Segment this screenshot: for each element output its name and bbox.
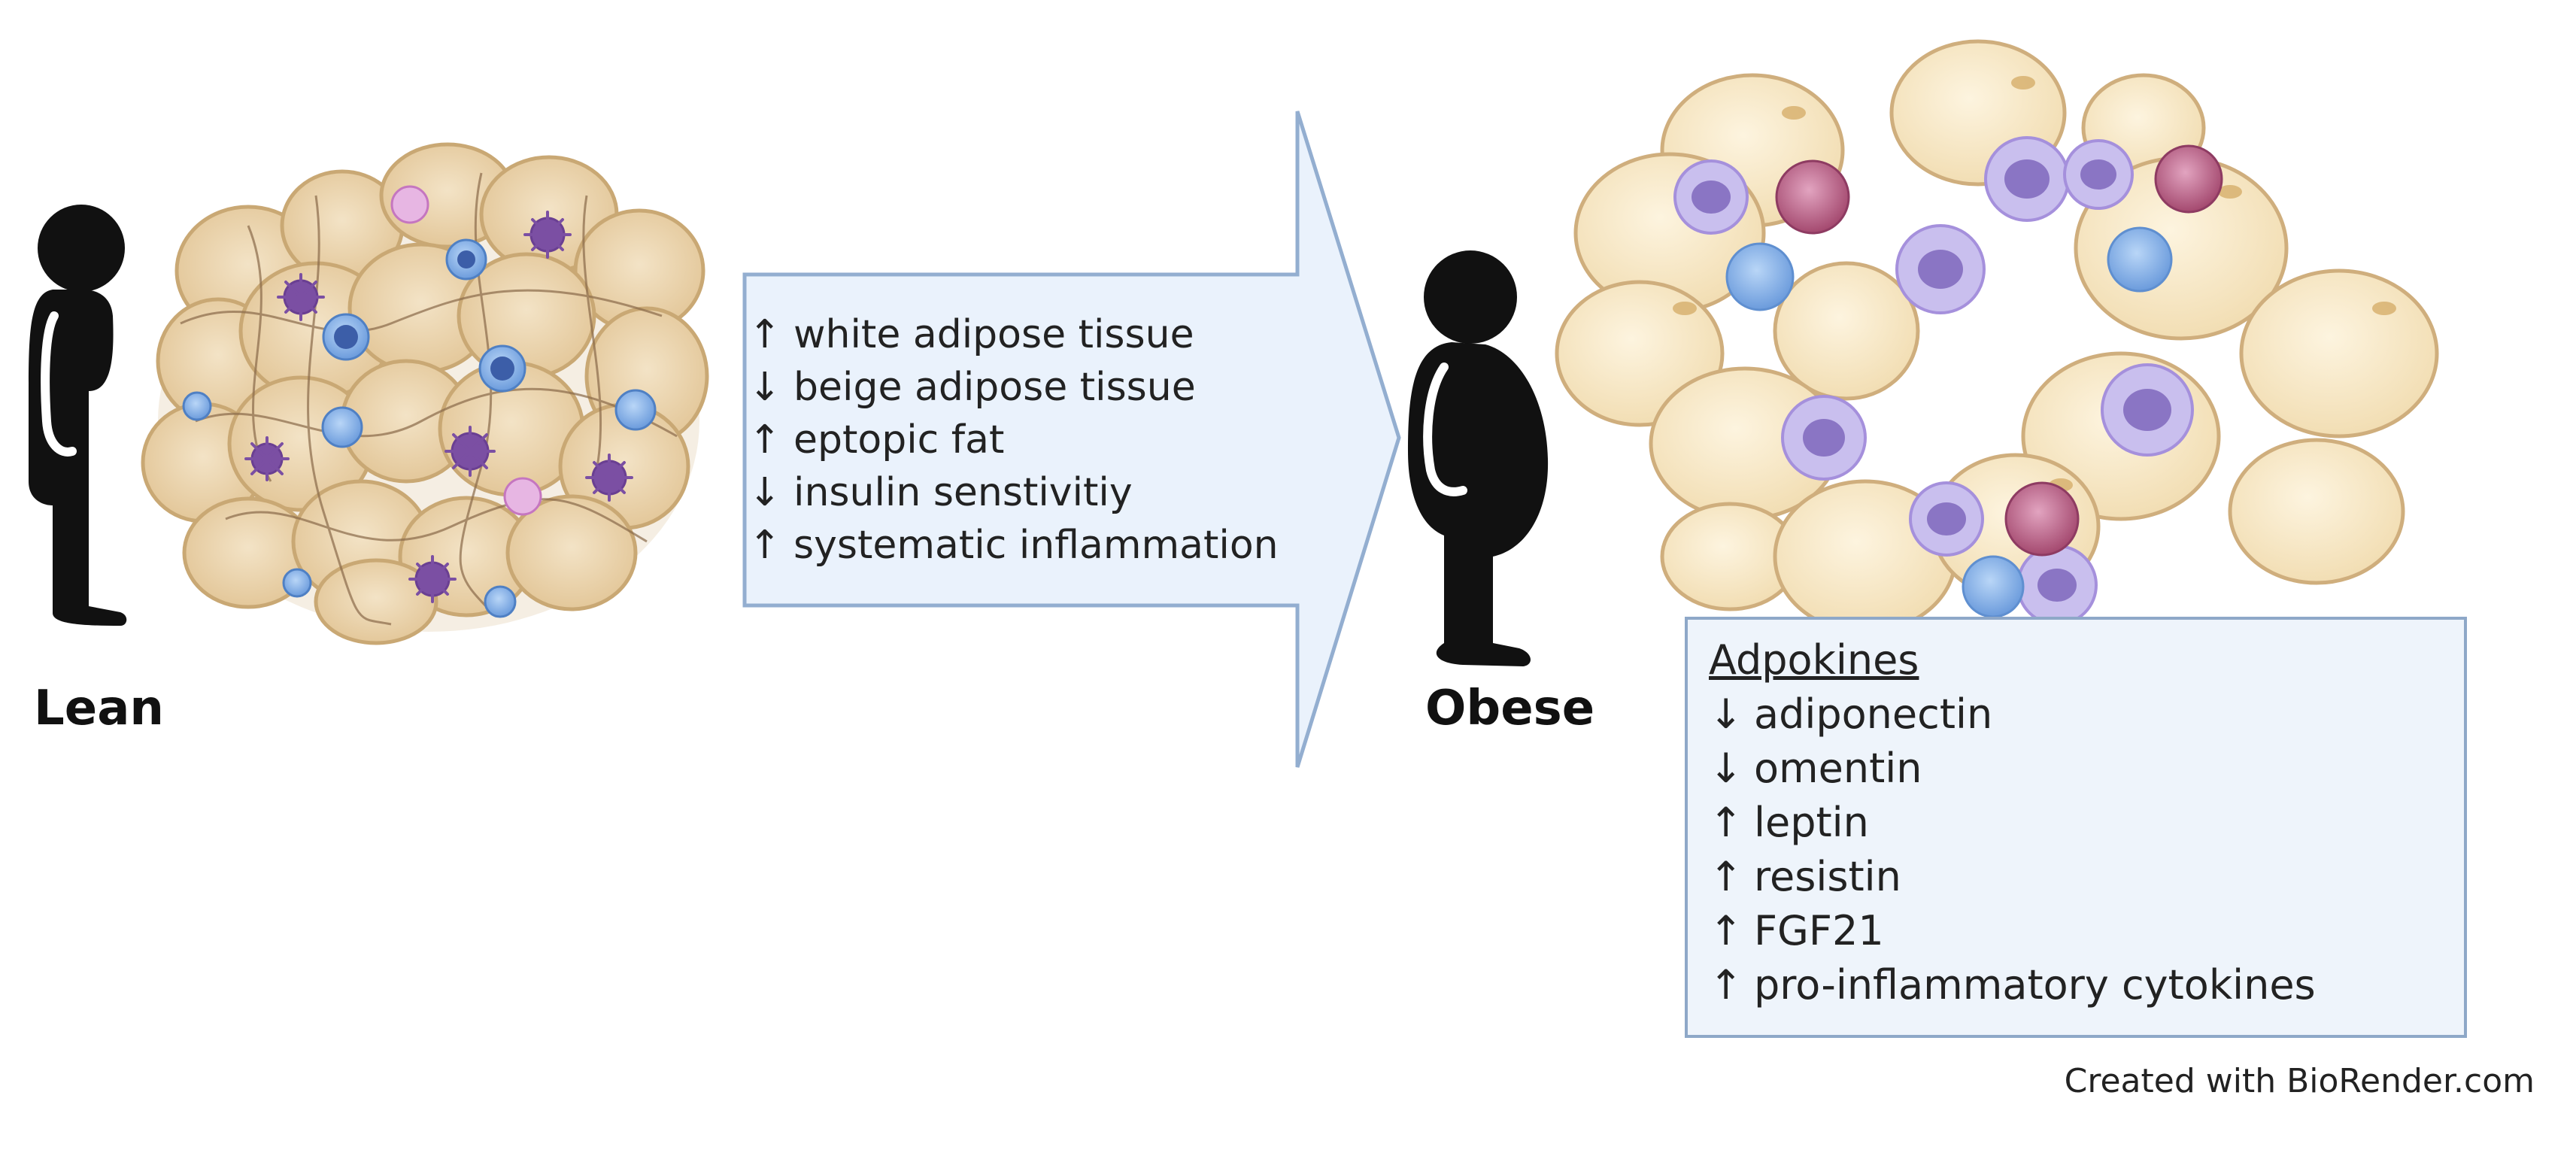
change-item: ↓beige adipose tissue bbox=[748, 361, 1279, 414]
transition-arrow bbox=[742, 111, 1401, 768]
lean-label: Lean bbox=[34, 681, 164, 736]
obese-label: Obese bbox=[1425, 681, 1595, 736]
adipokine-box bbox=[1685, 617, 2467, 1038]
obese-adipose-tissue bbox=[1555, 39, 2439, 634]
adipokine-title: Adpokines bbox=[1709, 636, 1919, 684]
change-item: ↑eptopic fat bbox=[748, 414, 1279, 466]
changes-list: ↑white adipose tissue ↓beige adipose tis… bbox=[748, 308, 1279, 572]
arrow-up-icon: ↑ bbox=[1709, 853, 1743, 900]
adipokine-item: ↑pro-inflammatory cytokines bbox=[1709, 958, 2316, 1012]
arrow-up-icon: ↑ bbox=[748, 523, 781, 568]
arrow-up-icon: ↑ bbox=[1709, 907, 1743, 954]
obese-person-icon bbox=[1408, 250, 1549, 666]
credit-text: Created with BioRender.com bbox=[2064, 1062, 2535, 1100]
lean-adipose-tissue bbox=[141, 142, 709, 645]
arrow-down-icon: ↓ bbox=[1709, 745, 1743, 792]
arrow-up-icon: ↑ bbox=[1709, 961, 1743, 1009]
arrow-down-icon: ↓ bbox=[748, 365, 781, 410]
arrow-up-icon: ↑ bbox=[1709, 799, 1743, 846]
adipokine-list: Adpokines ↓adiponectin ↓omentin ↑leptin … bbox=[1709, 633, 2316, 1012]
arrow-down-icon: ↓ bbox=[748, 470, 781, 515]
arrow-down-icon: ↓ bbox=[1709, 690, 1743, 738]
change-item: ↓insulin senstivitiy bbox=[748, 466, 1279, 519]
adipokine-item: ↑leptin bbox=[1709, 796, 2316, 850]
adipokine-item: ↑resistin bbox=[1709, 850, 2316, 904]
arrow-up-icon: ↑ bbox=[748, 417, 781, 463]
adipokine-item: ↑FGF21 bbox=[1709, 904, 2316, 958]
lean-person-icon bbox=[29, 205, 127, 626]
adipokine-item: ↓adiponectin bbox=[1709, 687, 2316, 742]
arrow-up-icon: ↑ bbox=[748, 312, 781, 357]
adipokine-item: ↓omentin bbox=[1709, 742, 2316, 796]
change-item: ↑systematic inflammation bbox=[748, 519, 1279, 572]
change-item: ↑white adipose tissue bbox=[748, 308, 1279, 361]
obese-macrophages bbox=[1673, 136, 2194, 626]
